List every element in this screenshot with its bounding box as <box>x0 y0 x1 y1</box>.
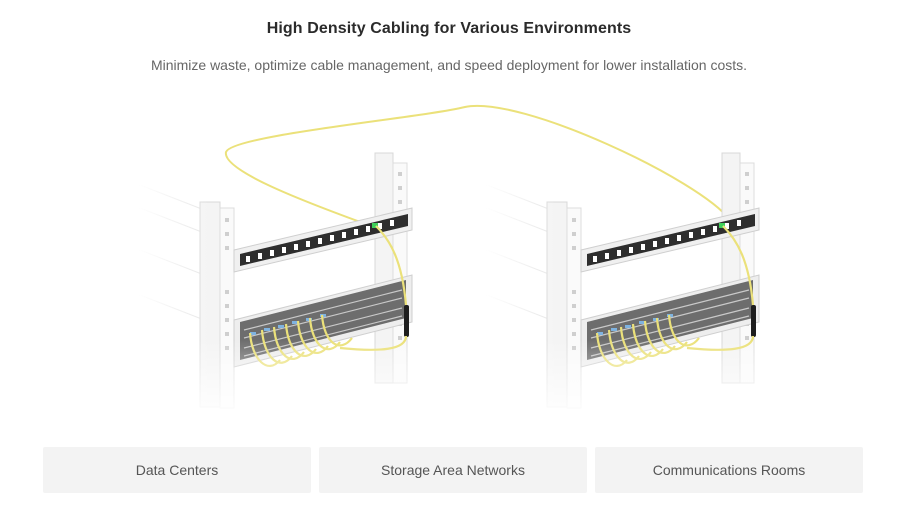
tab-communications-rooms[interactable]: Communications Rooms <box>595 447 863 493</box>
right-rack <box>485 148 789 422</box>
page-subtitle: Minimize waste, optimize cable managemen… <box>150 57 748 73</box>
environment-tabs: Data Centers Storage Area Networks Commu… <box>43 447 863 493</box>
tab-data-centers[interactable]: Data Centers <box>43 447 311 493</box>
rack-cabling-illustration <box>138 104 789 422</box>
left-rack <box>138 148 442 422</box>
overhead-cable <box>224 104 731 224</box>
page-title: High Density Cabling for Various Environ… <box>266 20 632 37</box>
tab-storage-area-networks[interactable]: Storage Area Networks <box>319 447 587 493</box>
